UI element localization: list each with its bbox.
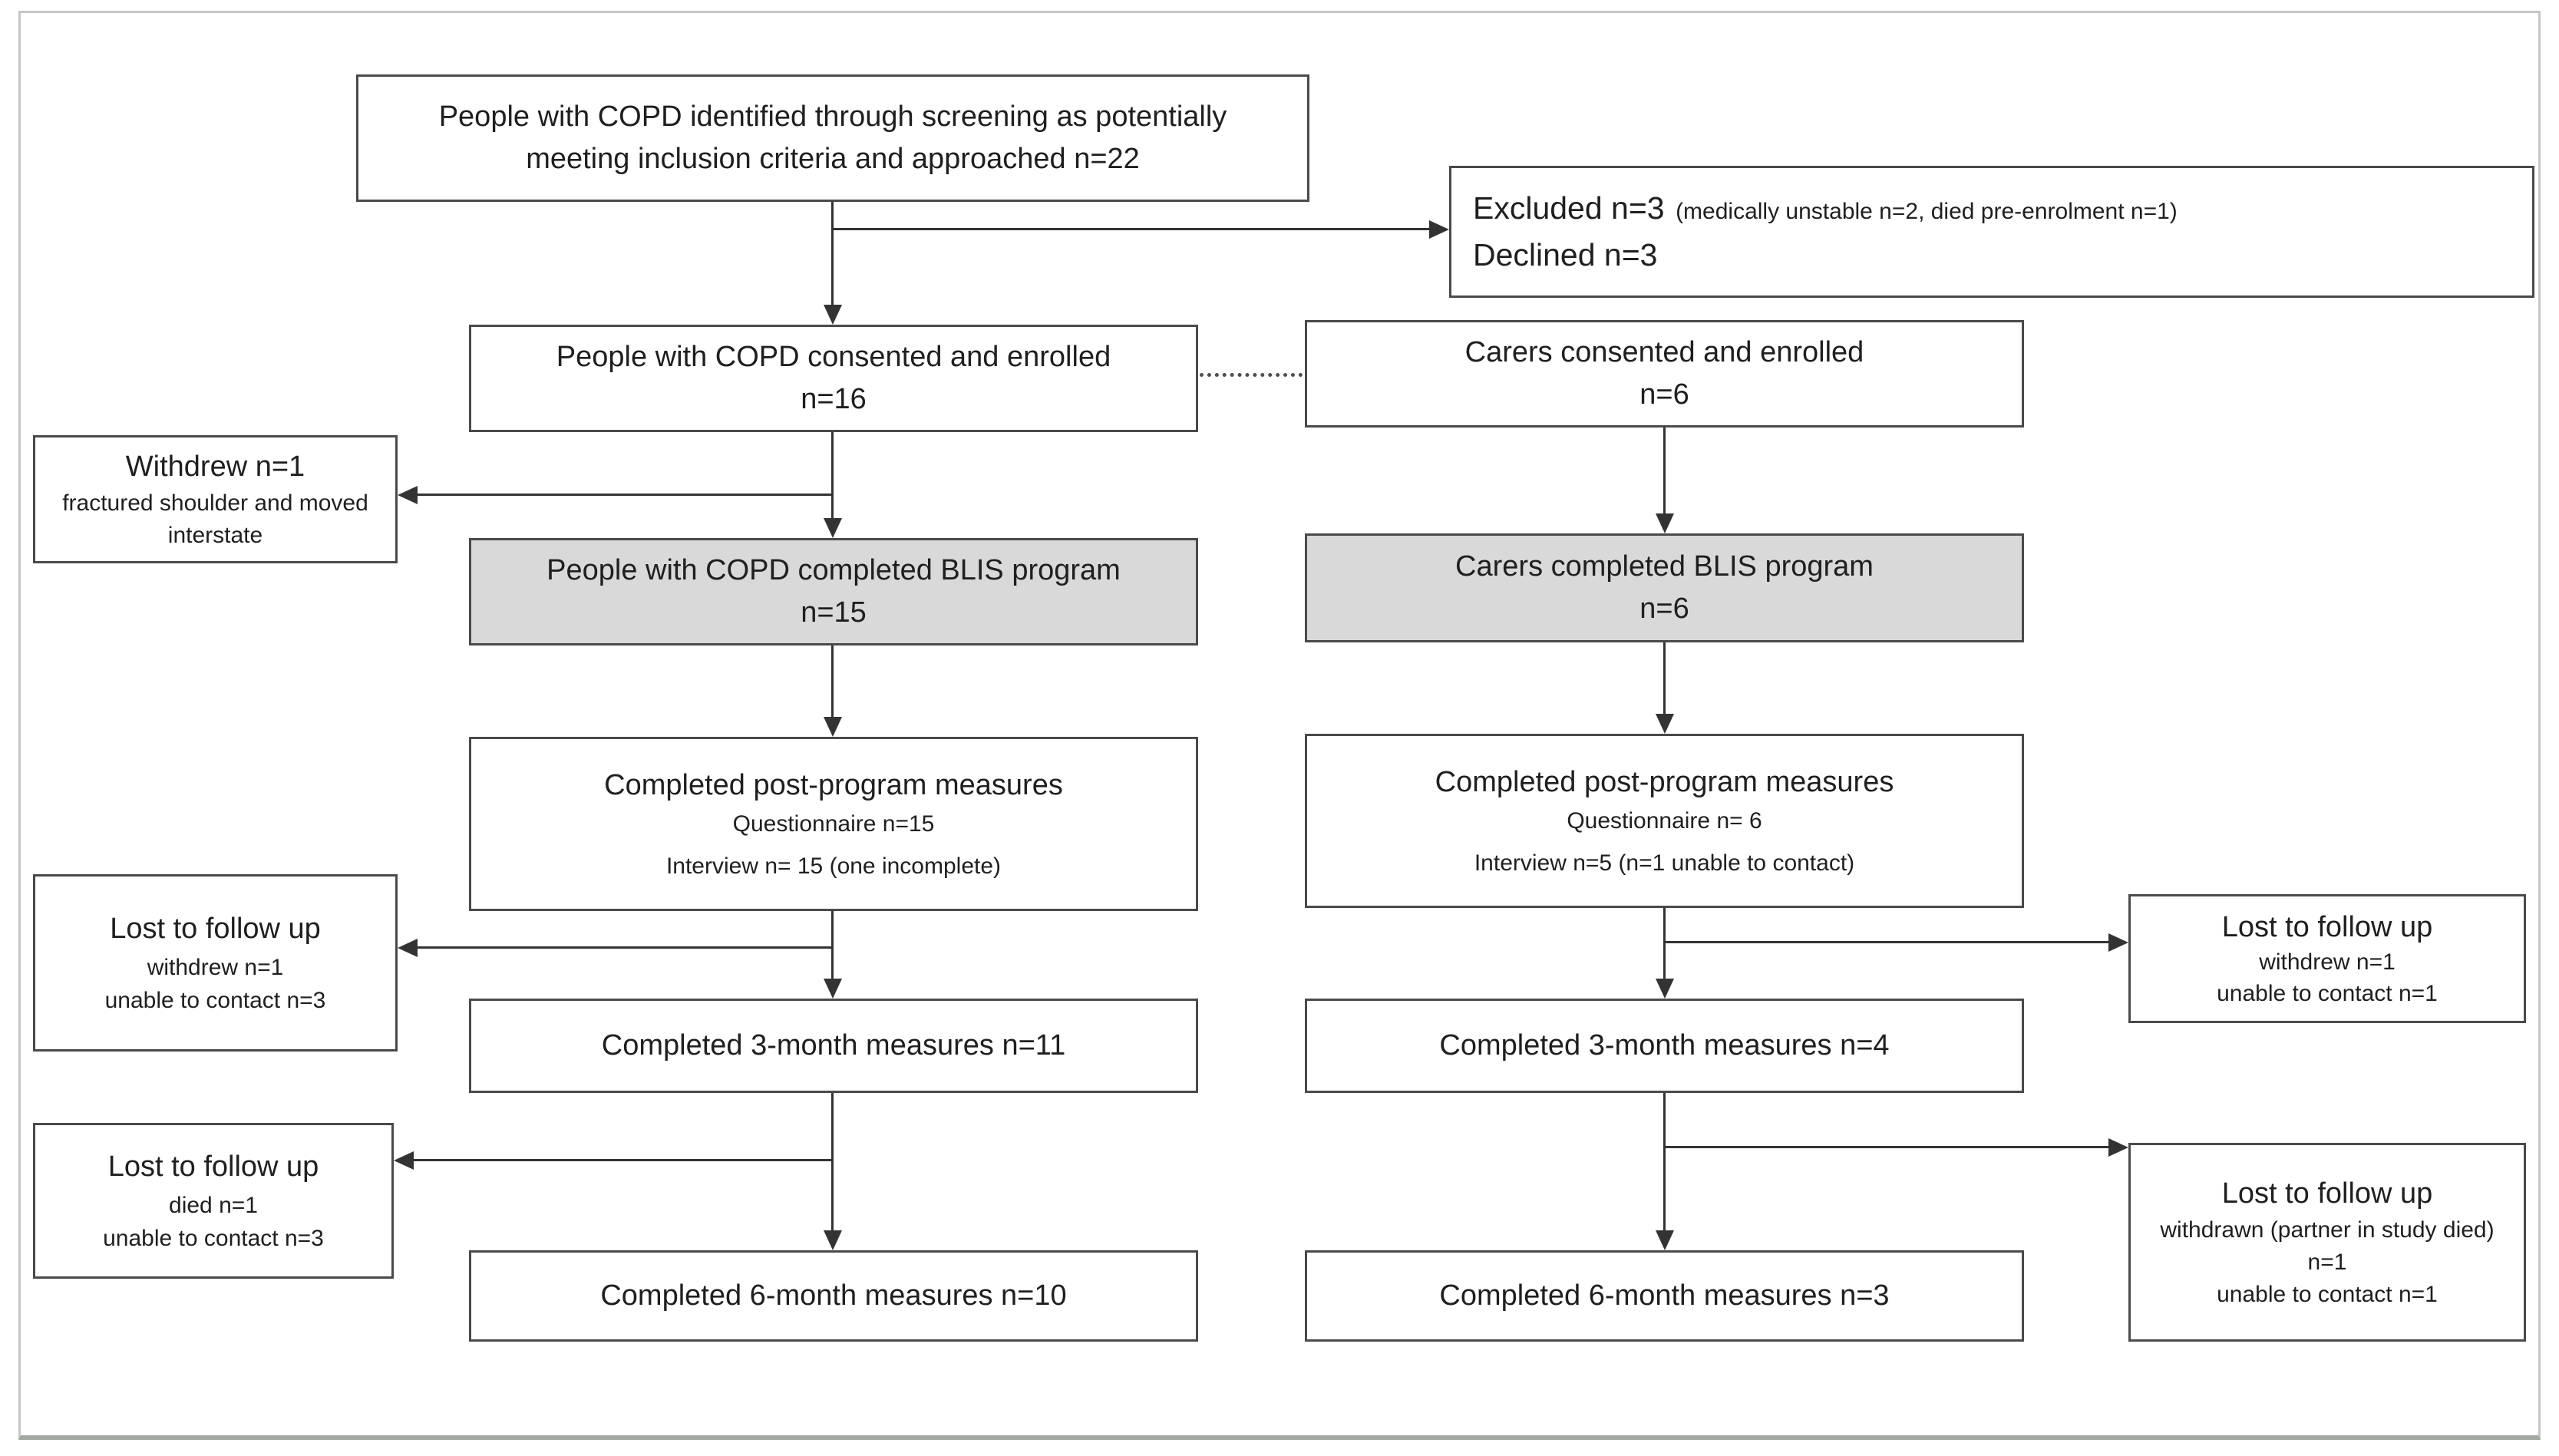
connector-to-lost2-right xyxy=(1664,1146,2110,1148)
box-month3-copd: Completed 3-month measures n=11 xyxy=(469,999,1198,1093)
month6-copd-text: Completed 6-month measures n=10 xyxy=(600,1279,1067,1312)
arrow-screened-to-consented xyxy=(824,305,842,325)
arrow-to-lost2-left xyxy=(394,1151,414,1170)
arrow-post-to-month3-carers xyxy=(1656,979,1674,999)
connector-to-excluded xyxy=(831,228,1431,230)
withdrew-title: Withdrew n=1 xyxy=(125,450,305,483)
consented-carers-n: n=6 xyxy=(1639,378,1689,411)
arrow-post-to-month3-copd xyxy=(824,979,842,999)
excluded-line-2: Declined n=3 xyxy=(1473,237,1658,272)
arrow-to-lost2-right xyxy=(2108,1138,2128,1157)
blis-carers-title: Carers completed BLIS program xyxy=(1455,550,1874,583)
box-consented-copd: People with COPD consented and enrolled … xyxy=(469,325,1198,432)
lost2-right-line3: unable to contact n=1 xyxy=(2217,1282,2438,1308)
arrow-to-lost1-left xyxy=(398,939,418,957)
box-withdrew: Withdrew n=1 fractured shoulder and move… xyxy=(33,435,398,563)
consented-copd-title: People with COPD consented and enrolled xyxy=(556,340,1111,373)
box-blis-copd: People with COPD completed BLIS program … xyxy=(469,538,1198,645)
post-copd-interview: Interview n= 15 (one incomplete) xyxy=(665,853,1002,880)
connector-blis-to-post-copd xyxy=(831,645,834,718)
connector-to-withdrew xyxy=(414,494,833,496)
connector-to-lost2-left xyxy=(411,1159,833,1161)
lost2-right-line2: withdrawn (partner in study died) n=1 xyxy=(2160,1217,2495,1276)
box-blis-carers: Carers completed BLIS program n=6 xyxy=(1305,533,2024,642)
lost2-left-line3: unable to contact n=3 xyxy=(103,1226,324,1252)
box-month6-carers: Completed 6-month measures n=3 xyxy=(1305,1250,2024,1342)
box-consented-carers: Carers consented and enrolled n=6 xyxy=(1305,320,2024,428)
post-copd-questionnaire: Questionnaire n=15 xyxy=(732,811,935,837)
blis-copd-n: n=15 xyxy=(801,596,867,629)
connector-month3-to-month6-carers xyxy=(1663,1093,1666,1232)
connector-consented-to-blis-carers xyxy=(1663,428,1666,515)
lost2-right-title: Lost to follow up xyxy=(2221,1177,2433,1210)
arrow-blis-to-post-copd xyxy=(824,717,842,737)
connector-consented-to-blis-copd xyxy=(831,432,834,520)
arrow-blis-to-post-carers xyxy=(1656,714,1674,734)
month3-carers-text: Completed 3-month measures n=4 xyxy=(1439,1028,1890,1061)
post-carers-interview: Interview n=5 (n=1 unable to contact) xyxy=(1474,850,1855,877)
box-lost1-right: Lost to follow up withdrew n=1 unable to… xyxy=(2128,894,2526,1023)
box-post-copd: Completed post-program measures Question… xyxy=(469,737,1198,911)
month3-copd-text: Completed 3-month measures n=11 xyxy=(601,1028,1066,1061)
lost1-left-line2: withdrew n=1 xyxy=(147,954,284,980)
consented-copd-n: n=16 xyxy=(801,383,867,415)
box-screened-text: People with COPD identified through scre… xyxy=(438,100,1227,175)
excluded-main: Excluded n=3 xyxy=(1473,190,1665,226)
lost1-right-line2: withdrew n=1 xyxy=(2259,949,2396,976)
box-excluded: Excluded n=3 (medically unstable n=2, di… xyxy=(1449,166,2534,298)
excluded-line-1: Excluded n=3 (medically unstable n=2, di… xyxy=(1473,185,2532,233)
arrow-to-lost1-right xyxy=(2108,933,2128,952)
connector-screened-to-consented xyxy=(831,202,834,308)
connector-consented-dotted-link xyxy=(1200,373,1303,377)
arrow-to-excluded xyxy=(1429,220,1449,239)
lost1-left-title: Lost to follow up xyxy=(110,913,321,946)
lost2-left-title: Lost to follow up xyxy=(107,1151,319,1184)
connector-post-to-month3-carers xyxy=(1663,908,1666,980)
arrow-consented-to-blis-copd xyxy=(824,518,842,538)
box-post-carers: Completed post-program measures Question… xyxy=(1305,734,2024,908)
box-lost1-left: Lost to follow up withdrew n=1 unable to… xyxy=(33,874,398,1052)
connector-to-lost1-left xyxy=(414,946,833,949)
box-lost2-left: Lost to follow up died n=1 unable to con… xyxy=(33,1123,394,1279)
blis-carers-n: n=6 xyxy=(1639,593,1689,625)
box-month6-copd: Completed 6-month measures n=10 xyxy=(469,1250,1198,1342)
connector-blis-to-post-carers xyxy=(1663,642,1666,715)
withdrew-detail: fractured shoulder and moved interstate xyxy=(62,490,368,549)
arrow-consented-to-blis-carers xyxy=(1656,513,1674,533)
month6-carers-text: Completed 6-month measures n=3 xyxy=(1439,1279,1890,1312)
post-carers-questionnaire: Questionnaire n= 6 xyxy=(1567,807,1762,834)
consented-carers-title: Carers consented and enrolled xyxy=(1464,335,1864,368)
lost2-left-line2: died n=1 xyxy=(169,1192,258,1218)
excluded-detail: (medically unstable n=2, died pre-enrolm… xyxy=(1676,198,2178,224)
blis-copd-title: People with COPD completed BLIS program xyxy=(546,553,1121,586)
arrow-month3-to-month6-carers xyxy=(1656,1230,1674,1250)
connector-post-to-month3-copd xyxy=(831,911,834,980)
post-carers-title: Completed post-program measures xyxy=(1435,766,1894,799)
box-lost2-right: Lost to follow up withdrawn (partner in … xyxy=(2128,1143,2526,1342)
lost1-right-line3: unable to contact n=1 xyxy=(2217,980,2438,1006)
box-month3-carers: Completed 3-month measures n=4 xyxy=(1305,999,2024,1093)
post-copd-title: Completed post-program measures xyxy=(604,769,1063,802)
connector-month3-to-month6-copd xyxy=(831,1093,834,1232)
connector-to-lost1-right xyxy=(1664,941,2110,943)
lost1-right-title: Lost to follow up xyxy=(2221,910,2433,943)
arrow-to-withdrew xyxy=(398,486,418,504)
lost1-left-line3: unable to contact n=3 xyxy=(104,988,326,1014)
arrow-month3-to-month6-copd xyxy=(824,1230,842,1250)
box-screened: People with COPD identified through scre… xyxy=(356,74,1309,202)
